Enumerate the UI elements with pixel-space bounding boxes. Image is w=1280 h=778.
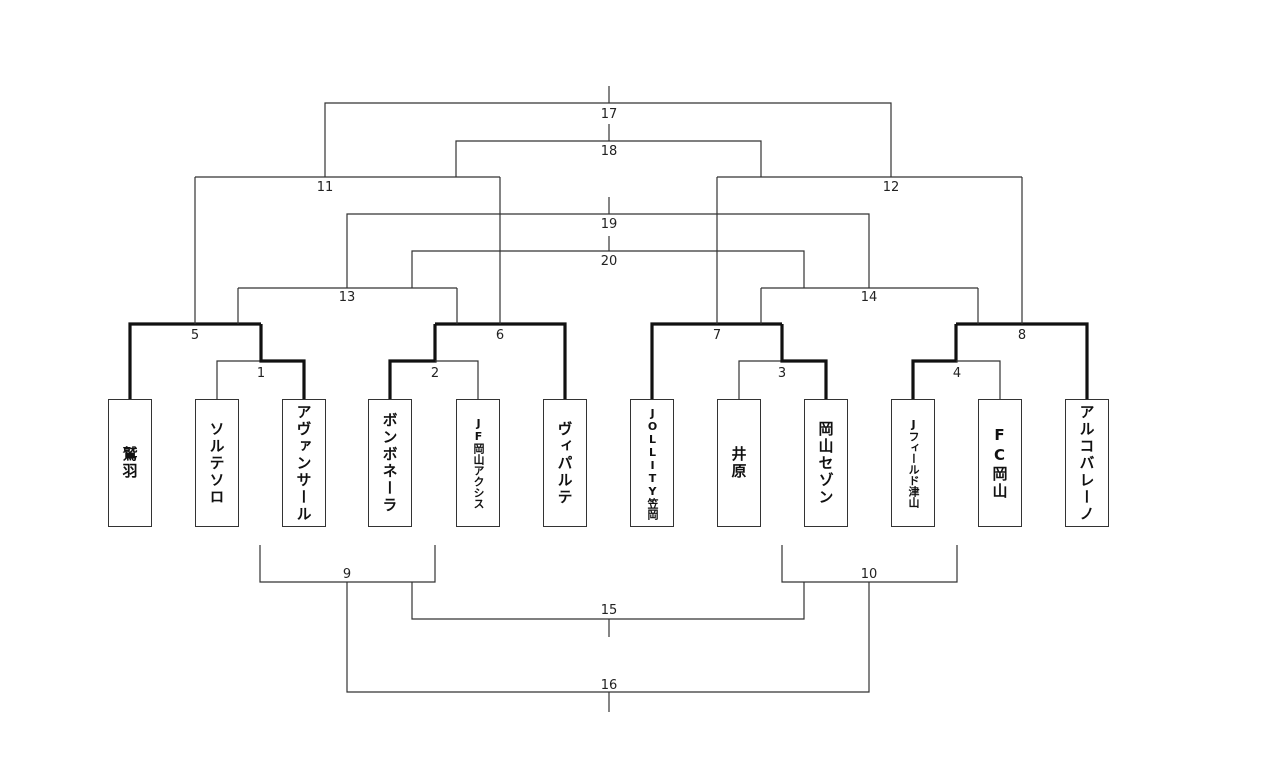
match-number-9: 9 [343,567,351,582]
match-number-4: 4 [953,366,961,381]
team-name: 鷲羽 [120,446,139,480]
match-8-lines [956,177,1089,399]
match-number-6: 6 [496,328,504,343]
match-1-lines [216,324,306,399]
match-3-lines [738,324,828,399]
team-box: アヴァンサール [282,399,326,527]
match-number-10: 10 [861,567,878,582]
team-box: Jフィールド津山 [891,399,935,527]
team-box: ヴィパルテ [543,399,587,527]
team-name: ヴィパルテ [555,420,574,506]
match-number-18: 18 [601,144,618,159]
match-5-lines [128,177,261,399]
team-name: FC岡山 [990,426,1009,500]
team-box: ソルテソロ [195,399,239,527]
team-name: ソルテソロ [207,420,226,506]
match-number-20: 20 [601,254,618,269]
match-number-15: 15 [601,603,618,618]
team-name: Jフィールド津山 [907,418,920,508]
match-number-16: 16 [601,678,618,693]
match-7-lines [650,177,782,399]
match-number-11: 11 [317,180,334,195]
match-15-lines [411,582,805,620]
match-number-8: 8 [1018,328,1026,343]
match-number-14: 14 [861,290,878,305]
match-19-lines [346,213,870,288]
match-2-lines [388,324,479,399]
match-number-2: 2 [431,366,439,381]
team-name: 井原 [729,446,748,480]
match-number-13: 13 [339,290,356,305]
match-number-5: 5 [191,328,199,343]
match-number-17: 17 [601,107,618,122]
team-name: 岡山セゾン [816,420,835,506]
match-17-lines [324,102,892,177]
team-box: JF岡山アクシス [456,399,500,527]
team-box: 岡山セゾン [804,399,848,527]
match-number-3: 3 [778,366,786,381]
team-box: 鷲羽 [108,399,152,527]
match-20-lines [411,250,805,288]
match-number-12: 12 [883,180,900,195]
team-name: JF岡山アクシス [472,417,485,509]
team-name: ボンボネーラ [380,412,399,514]
team-box: アルコバレーノ [1065,399,1109,527]
match-number-19: 19 [601,217,618,232]
match-number-1: 1 [257,366,265,381]
match-number-7: 7 [713,328,721,343]
team-box: ボンボネーラ [368,399,412,527]
team-name: アルコバレーノ [1077,403,1096,523]
team-name: アヴァンサール [294,403,313,523]
team-box: 井原 [717,399,761,527]
match-16-lines [346,582,870,693]
match-4-lines [911,324,1001,399]
team-box: JOLLITY笠岡 [630,399,674,527]
team-name: JOLLITY笠岡 [646,406,659,520]
team-box: FC岡山 [978,399,1022,527]
